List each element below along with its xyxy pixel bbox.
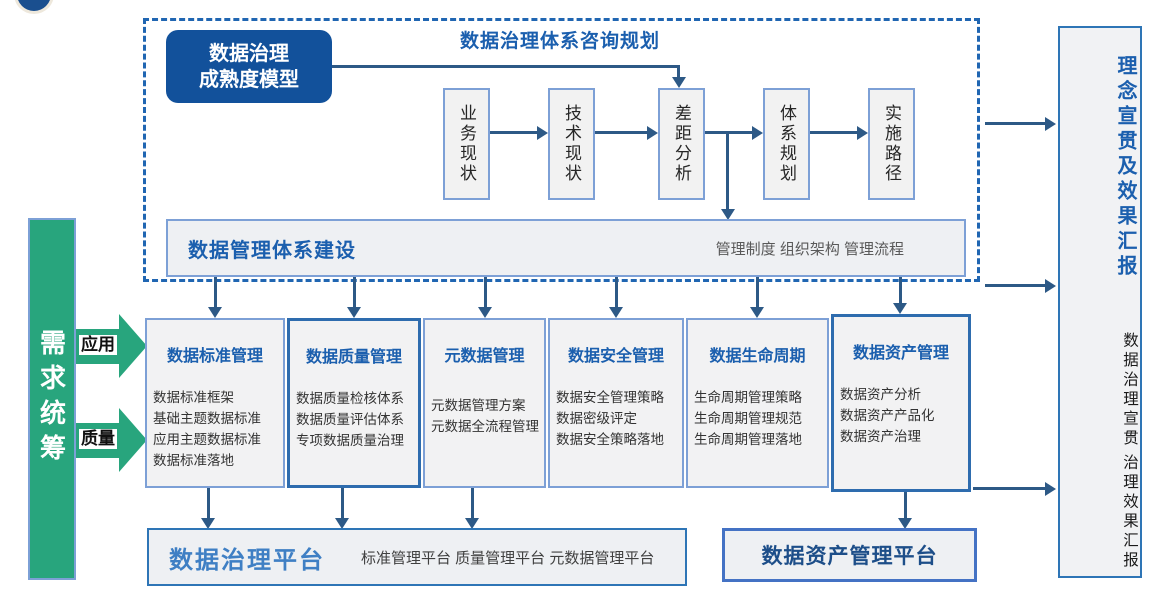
domain-title: 数据标准管理 — [166, 348, 263, 365]
step-system-planning: 体系规划 — [763, 88, 810, 200]
maturity-model-line1: 数据治理 — [209, 42, 289, 65]
domain-item: 基础主题数据标准 — [153, 410, 261, 426]
domain-title: 元数据管理 — [444, 348, 525, 365]
management-system-bar: 数据管理体系建设 管理制度 组织架构 管理流程 — [166, 219, 966, 277]
domain-items: 数据安全管理策略数据密级评定数据安全策略落地 — [550, 388, 682, 451]
domain-item: 数据安全策略落地 — [556, 431, 664, 447]
domain-item: 应用主题数据标准 — [153, 431, 261, 447]
maturity-model-line2: 成熟度模型 — [199, 68, 299, 91]
domain-item: 数据安全管理策略 — [556, 390, 664, 405]
step-gap-analysis: 差距分析 — [658, 88, 705, 200]
asset-platform-box: 数据资产管理平台 — [722, 528, 977, 582]
domain-item: 数据资产分析 — [840, 387, 921, 402]
domain-data-security: 数据安全管理 数据安全管理策略数据密级评定数据安全策略落地 — [548, 318, 684, 488]
domain-items: 数据标准框架基础主题数据标准应用主题数据标准数据标准落地 — [147, 388, 283, 472]
consulting-title: 数据治理体系咨询规划 — [459, 31, 660, 52]
domain-item: 专项数据质量治理 — [296, 432, 404, 448]
domain-items: 元数据管理方案元数据全流程管理 — [425, 396, 544, 438]
demand-coordination-label: 需求统筹 — [36, 329, 67, 469]
step-label: 实施路径 — [882, 104, 901, 184]
governance-platform-title: 数据治理平台 — [169, 546, 325, 574]
step-label: 体系规划 — [777, 104, 796, 184]
demand-coordination-bar: 需求统筹 — [28, 218, 76, 580]
report-title: 理念宣贯及效果汇报 — [1114, 54, 1136, 280]
domain-item: 元数据管理方案 — [431, 398, 526, 413]
domain-item: 生命周期管理策略 — [694, 390, 802, 405]
report-item-effect: 治理效果汇报 — [1121, 454, 1138, 571]
report-column: 理念宣贯及效果汇报 数据治理宣贯 治理效果汇报 — [1058, 26, 1142, 578]
consulting-dashed-box — [143, 18, 980, 282]
domain-item: 数据质量评估体系 — [296, 411, 404, 427]
domain-title: 数据生命周期 — [709, 348, 806, 365]
domain-title: 数据资产管理 — [852, 345, 949, 362]
domain-item: 数据质量检核体系 — [296, 391, 404, 406]
maturity-model-box: 数据治理 成熟度模型 — [166, 30, 332, 103]
domain-title: 数据安全管理 — [567, 348, 664, 365]
governance-platform-box: 数据治理平台 标准管理平台 质量管理平台 元数据管理平台 — [147, 528, 687, 586]
domain-items: 数据资产分析数据资产产品化数据资产治理 — [834, 385, 968, 448]
step-label: 技术现状 — [562, 104, 581, 184]
domain-data-assets: 数据资产管理 数据资产分析数据资产产品化数据资产治理 — [831, 314, 971, 492]
domain-item: 数据标准落地 — [153, 452, 234, 468]
management-system-title: 数据管理体系建设 — [188, 239, 356, 262]
domain-data-lifecycle: 数据生命周期 生命周期管理策略生命周期管理规范生命周期管理落地 — [686, 318, 829, 488]
step-tech-status: 技术现状 — [548, 88, 595, 200]
domain-metadata: 元数据管理 元数据管理方案元数据全流程管理 — [423, 318, 546, 488]
domain-title: 数据质量管理 — [305, 349, 402, 366]
domain-item: 数据资产产品化 — [840, 407, 935, 423]
management-system-detail: 管理制度 组织架构 管理流程 — [715, 240, 904, 258]
domain-data-standards: 数据标准管理 数据标准框架基础主题数据标准应用主题数据标准数据标准落地 — [145, 318, 285, 488]
domain-items: 生命周期管理策略生命周期管理规范生命周期管理落地 — [688, 388, 827, 451]
domain-item: 生命周期管理规范 — [694, 410, 802, 426]
governance-platform-detail: 标准管理平台 质量管理平台 元数据管理平台 — [361, 549, 655, 567]
demand-arrow-label-quality: 质量 — [79, 429, 117, 450]
domain-item: 数据密级评定 — [556, 410, 637, 426]
report-item-promotion: 数据治理宣贯 — [1121, 332, 1138, 449]
domain-items: 数据质量检核体系数据质量评估体系专项数据质量治理 — [290, 389, 418, 452]
corner-dot-decoration — [14, 0, 54, 14]
step-implementation-path: 实施路径 — [868, 88, 915, 200]
domain-item: 生命周期管理落地 — [694, 431, 802, 447]
domain-item: 元数据全流程管理 — [431, 418, 539, 434]
step-label: 业务现状 — [457, 104, 476, 184]
domain-item: 数据标准框架 — [153, 390, 234, 405]
domain-data-quality: 数据质量管理 数据质量检核体系数据质量评估体系专项数据质量治理 — [287, 318, 421, 488]
step-label: 差距分析 — [672, 104, 691, 184]
domain-item: 数据资产治理 — [840, 428, 921, 444]
step-business-status: 业务现状 — [443, 88, 490, 200]
demand-arrow-label-application: 应用 — [79, 335, 117, 356]
